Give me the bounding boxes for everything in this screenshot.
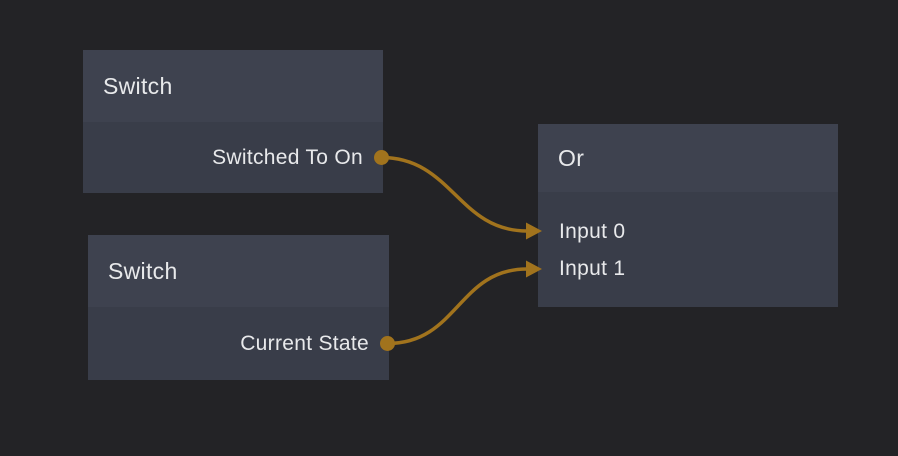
input-port-input-0[interactable]: Input 0 xyxy=(538,213,838,250)
node-header[interactable]: Switch xyxy=(88,235,389,307)
node-title: Switch xyxy=(108,257,178,284)
node-switch-bottom[interactable]: Switch Current State xyxy=(88,235,389,380)
output-port-current-state[interactable]: Current State xyxy=(88,307,389,380)
port-label: Switched To On xyxy=(212,145,363,169)
wire-current-state-to-input-1[interactable] xyxy=(387,267,528,346)
node-title: Switch xyxy=(103,72,173,99)
node-body: Switched To On xyxy=(83,122,383,193)
input-port-input-1[interactable]: Input 1 xyxy=(538,250,838,287)
node-header[interactable]: Or xyxy=(538,124,838,192)
node-body: Input 0 Input 1 xyxy=(538,192,838,307)
port-label: Input 0 xyxy=(559,219,626,243)
port-label: Input 1 xyxy=(559,256,626,280)
wire-switched-to-on-to-input-0[interactable] xyxy=(381,155,528,233)
node-switch-top[interactable]: Switch Switched To On xyxy=(83,50,383,193)
node-header[interactable]: Switch xyxy=(83,50,383,122)
node-body: Current State xyxy=(88,307,389,380)
node-or[interactable]: Or Input 0 Input 1 xyxy=(538,124,838,307)
output-port-switched-to-on[interactable]: Switched To On xyxy=(83,122,383,193)
port-label: Current State xyxy=(240,331,369,355)
node-title: Or xyxy=(558,144,585,171)
